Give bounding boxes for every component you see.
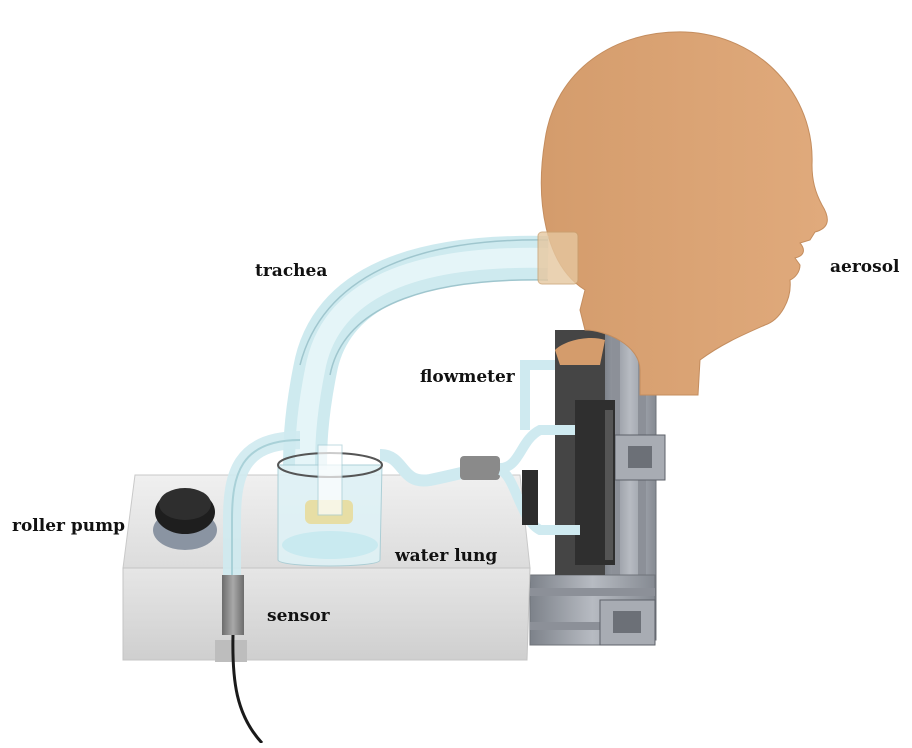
aerosol-label: aerosol [830, 259, 900, 276]
trachea-label: trachea [255, 263, 327, 280]
roller-pump [153, 488, 217, 550]
flowmeter-label: flowmeter [420, 369, 515, 386]
water-lung-label: water lung [395, 548, 497, 565]
head-model [541, 32, 827, 395]
sensor-label: sensor [267, 608, 330, 625]
roller-pump-label: roller pump [12, 518, 125, 535]
